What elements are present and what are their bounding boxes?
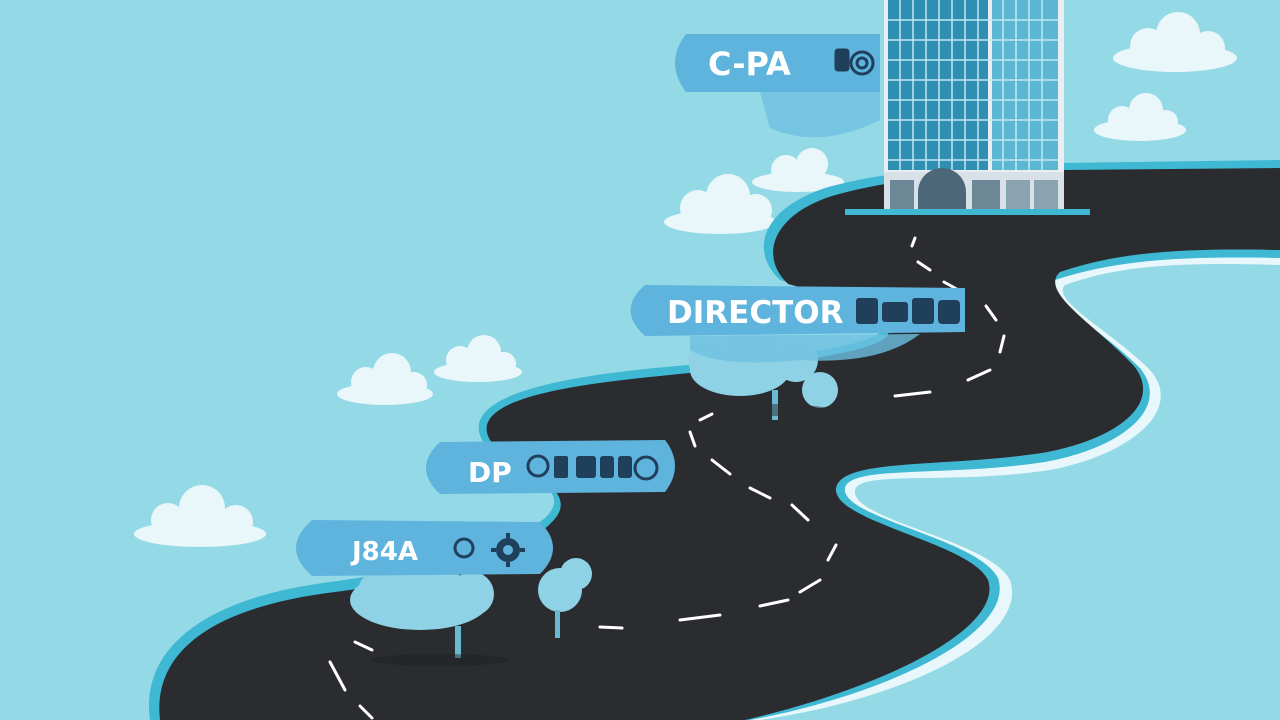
milestone-sign-cpa: C-PA [675, 34, 880, 138]
cloud-left-mid [337, 335, 522, 405]
cloud-left-low [134, 485, 266, 547]
badge-icons-vp [526, 454, 659, 481]
cloud-right-small [1094, 93, 1186, 141]
badge-icons [856, 298, 960, 324]
gear-icon [453, 533, 525, 567]
milestone-label-start: J84A [350, 537, 418, 567]
cloud-mid-upper [664, 148, 844, 234]
cloud-top-right [1113, 12, 1237, 72]
target-icon [834, 48, 875, 76]
office-building [845, 0, 1090, 215]
roadside-trees-low [350, 544, 592, 666]
milestone-sign-director: DIRECTOR [630, 285, 965, 363]
lane-dashes [328, 236, 1006, 720]
milestone-label-cpa: C-PA [708, 45, 791, 83]
milestone-sign-vp: DP [426, 440, 675, 494]
milestone-label-vp: DP [468, 456, 512, 489]
milestone-sign-start: J84A [296, 520, 553, 576]
milestone-label-director: DIRECTOR [667, 295, 844, 331]
